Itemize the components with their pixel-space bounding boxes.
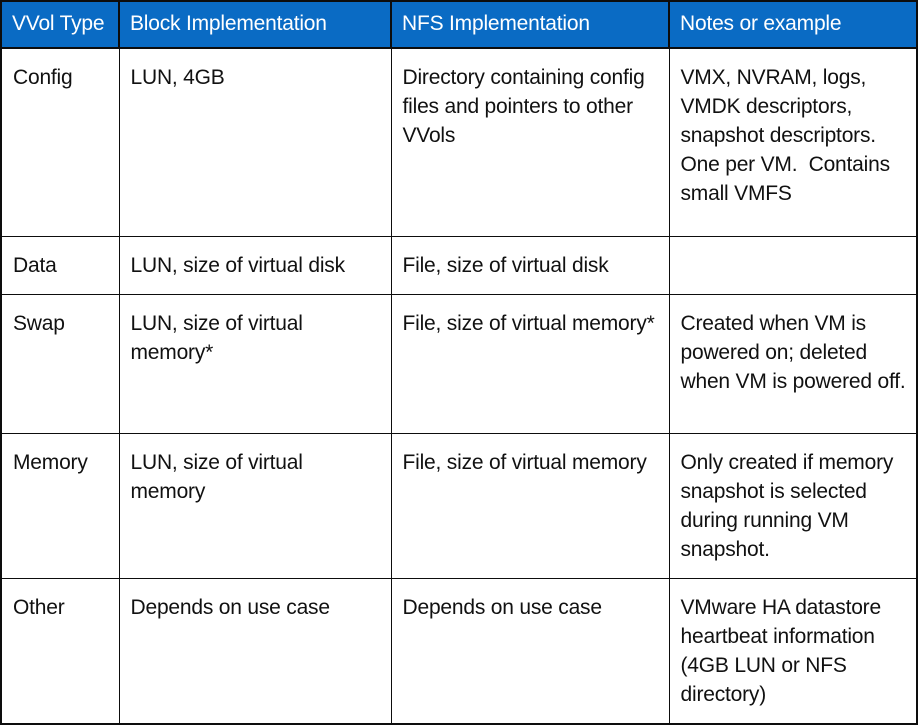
cell-text: File, size of virtual memory: [402, 451, 647, 474]
cell-text: LUN, size of virtual memory: [130, 451, 309, 503]
table-row: Config LUN, 4GB Directory containing con…: [1, 48, 917, 237]
cell-text: Memory: [13, 451, 88, 474]
cell-text: VMX, NVRAM, logs, VMDK descriptors, snap…: [680, 66, 896, 205]
table-row: Data LUN, size of virtual disk File, siz…: [1, 236, 917, 295]
cell-notes: VMX, NVRAM, logs, VMDK descriptors, snap…: [669, 48, 917, 237]
cell-text: Depends on use case: [402, 596, 603, 619]
cell-text: File, size of virtual memory*: [402, 312, 655, 335]
cell-notes: VMware HA datastore heartbeat informatio…: [669, 579, 917, 725]
table-header: VVol Type Block Implementation NFS Imple…: [1, 1, 917, 49]
table-header-row: VVol Type Block Implementation NFS Imple…: [1, 1, 917, 49]
cell-block-implementation: LUN, size of virtual memory: [119, 433, 392, 579]
cell-text: Config: [13, 66, 73, 89]
cell-notes: Created when VM is powered on; deleted w…: [669, 294, 917, 434]
cell-vvol-type: Data: [1, 236, 120, 295]
cell-text: Created when VM is powered on; deleted w…: [680, 312, 906, 393]
cell-nfs-implementation: File, size of virtual memory: [391, 433, 670, 579]
cell-text: Other: [13, 596, 65, 619]
column-header-vvol-type: VVol Type: [1, 1, 120, 49]
table-body: Config LUN, 4GB Directory containing con…: [1, 48, 917, 724]
cell-text: File, size of virtual disk: [402, 254, 609, 277]
cell-nfs-implementation: File, size of virtual memory*: [391, 294, 670, 434]
cell-text: Directory containing config files and po…: [402, 66, 651, 147]
cell-vvol-type: Config: [1, 48, 120, 237]
table-row: Other Depends on use case Depends on use…: [1, 578, 917, 725]
cell-block-implementation: LUN, size of virtual disk: [119, 236, 392, 295]
cell-text: LUN, 4GB: [130, 66, 225, 89]
cell-nfs-implementation: Directory containing config files and po…: [391, 48, 670, 237]
cell-block-implementation: LUN, size of virtual memory*: [119, 294, 392, 434]
column-header-nfs-implementation: NFS Implementation: [391, 1, 670, 49]
table-row: Swap LUN, size of virtual memory* File, …: [1, 294, 917, 434]
cell-vvol-type: Memory: [1, 433, 120, 579]
cell-notes: [669, 236, 917, 295]
cell-vvol-type: Other: [1, 578, 120, 724]
cell-text: LUN, size of virtual disk: [130, 254, 346, 277]
cell-text: Only created if memory snapshot is selec…: [680, 451, 899, 561]
cell-nfs-implementation: File, size of virtual disk: [391, 236, 670, 295]
cell-text: LUN, size of virtual memory*: [130, 312, 309, 364]
cell-text: VMware HA datastore heartbeat informatio…: [680, 596, 887, 706]
cell-text: Swap: [13, 312, 65, 335]
cell-text: Depends on use case: [130, 596, 331, 619]
cell-vvol-type: Swap: [1, 294, 120, 434]
table-row: Memory LUN, size of virtual memory File,…: [1, 433, 917, 579]
cell-notes: Only created if memory snapshot is selec…: [669, 433, 917, 579]
cell-block-implementation: Depends on use case: [119, 578, 392, 724]
cell-text: Data: [13, 254, 57, 277]
column-header-notes-or-example: Notes or example: [669, 1, 917, 49]
cell-nfs-implementation: Depends on use case: [391, 578, 670, 724]
cell-block-implementation: LUN, 4GB: [119, 48, 392, 237]
column-header-block-implementation: Block Implementation: [119, 1, 392, 49]
